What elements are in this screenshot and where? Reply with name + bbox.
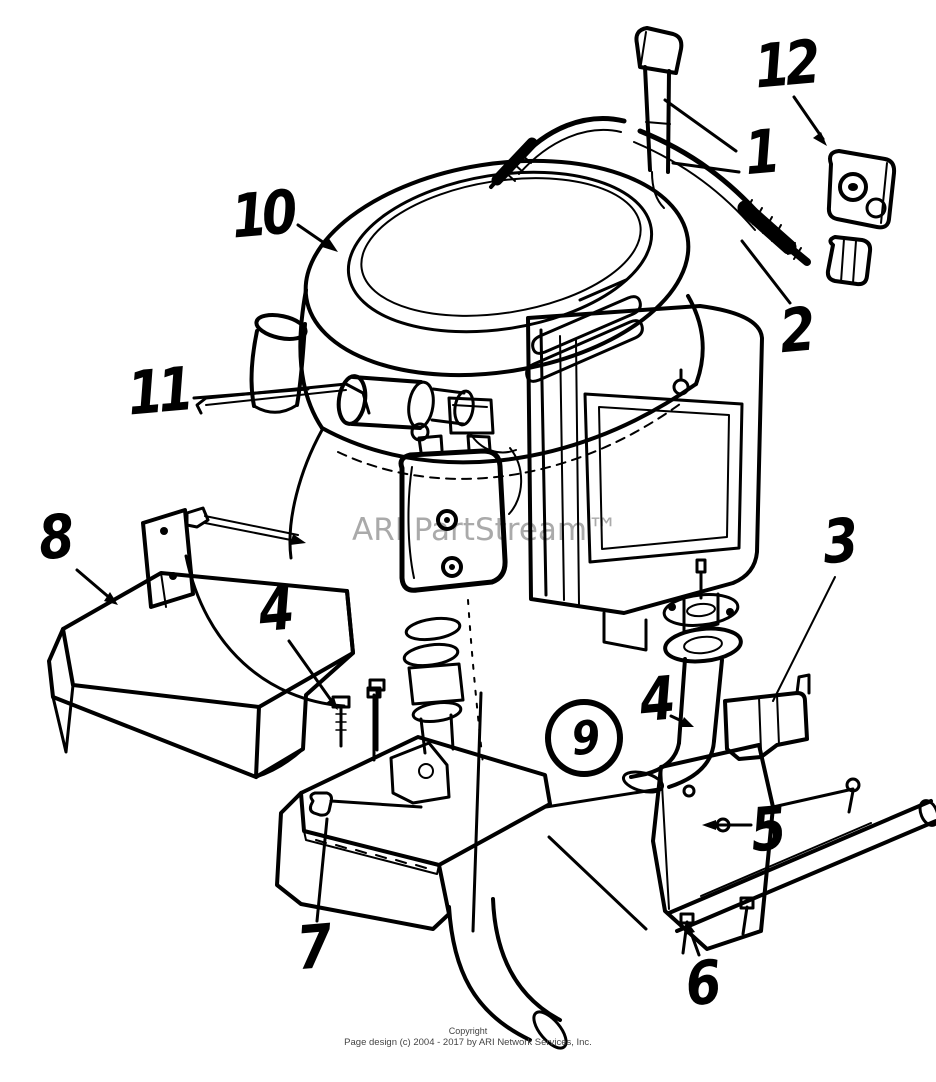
callout-2: 2 <box>776 294 814 368</box>
fuel-tank <box>275 686 661 933</box>
lower-bracket <box>651 743 936 955</box>
leader-lines <box>75 95 836 957</box>
callout-4-left: 4 <box>255 573 293 647</box>
blower-housing <box>298 158 705 480</box>
footer-page-design: Page design (c) 2004 - 2017 by ARI Netwo… <box>344 1037 592 1048</box>
callout-4-right: 4 <box>636 663 674 737</box>
heat-shield <box>47 571 355 779</box>
cap-nut <box>825 235 873 287</box>
callout-10: 10 <box>228 177 296 253</box>
cable-end-fitting <box>737 199 811 266</box>
mounting-plate <box>141 428 346 708</box>
exhaust-stack <box>331 599 484 765</box>
callout-7: 7 <box>293 911 331 985</box>
callout-8: 8 <box>35 501 73 575</box>
callout-9-circled: 9 <box>545 699 623 777</box>
watermark: ARI PartStream™ <box>352 512 619 548</box>
drain-hose <box>447 897 568 1050</box>
muffler <box>398 434 508 593</box>
callout-11: 11 <box>124 354 192 430</box>
callout-1: 1 <box>741 116 779 190</box>
support-bracket <box>723 673 811 761</box>
engine-block <box>526 304 764 652</box>
callout-12: 12 <box>751 27 819 103</box>
interlock-switch-bracket <box>826 149 897 230</box>
throttle-cable <box>489 116 766 231</box>
footer: Copyright Page design (c) 2004 - 2017 by… <box>0 1026 936 1048</box>
callout-3: 3 <box>819 505 857 579</box>
callout-9-label: 9 <box>569 710 599 766</box>
callout-5: 5 <box>747 793 785 867</box>
callout-6: 6 <box>682 947 720 1021</box>
dipstick-tube <box>634 26 684 209</box>
footer-copyright: Copyright <box>448 1026 488 1036</box>
